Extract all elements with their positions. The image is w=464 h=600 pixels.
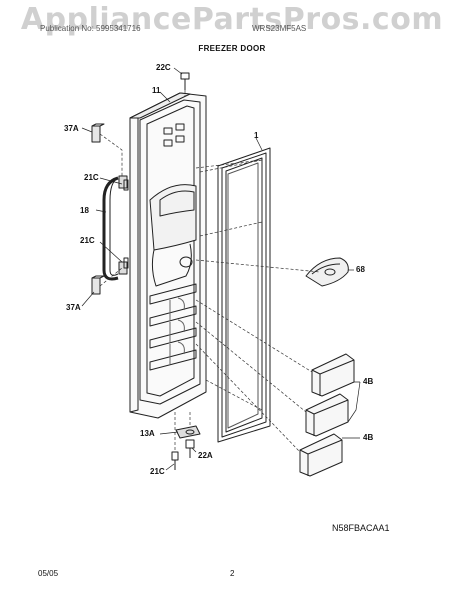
- model-number: WRS23MF5AS: [252, 24, 307, 33]
- end-cap-top: [91, 125, 101, 143]
- door-shell: [129, 92, 207, 419]
- callout-4B-bottom: 4B: [363, 433, 374, 442]
- callout-21C-top: 21C: [84, 173, 99, 182]
- door-bin-2: [305, 393, 349, 437]
- callout-4B-top: 4B: [363, 377, 374, 386]
- callout-68: 68: [356, 265, 365, 274]
- publication-number: Publication No: 5995341716: [40, 24, 141, 33]
- callout-18: 18: [80, 206, 89, 215]
- diagram-code: N58FBACAA1: [332, 523, 390, 533]
- dispenser-flap: [305, 257, 349, 287]
- diagram-title: FREEZER DOOR: [198, 44, 266, 53]
- callout-13A: 13A: [140, 429, 155, 438]
- callout-22C: 22C: [156, 63, 171, 72]
- leader-lines: [81, 67, 361, 471]
- callout-22A: 22A: [198, 451, 213, 460]
- footer-page-number: 2: [230, 569, 235, 578]
- hinge-assembly: [171, 425, 201, 470]
- door-bin-3: [299, 433, 343, 477]
- callout-21C-bottom: 21C: [150, 467, 165, 476]
- door-bin-1: [311, 353, 355, 397]
- callout-37A-bottom: 37A: [66, 303, 81, 312]
- end-cap-bottom: [91, 277, 101, 295]
- callout-21C-mid: 21C: [80, 236, 95, 245]
- callout-37A-top: 37A: [64, 124, 79, 133]
- door-gasket: [217, 147, 271, 443]
- watermark: AppliancePartsPros.com: [20, 2, 444, 37]
- footer-date: 05/05: [38, 569, 59, 578]
- callout-1: 1: [254, 131, 259, 140]
- callout-11: 11: [152, 86, 161, 95]
